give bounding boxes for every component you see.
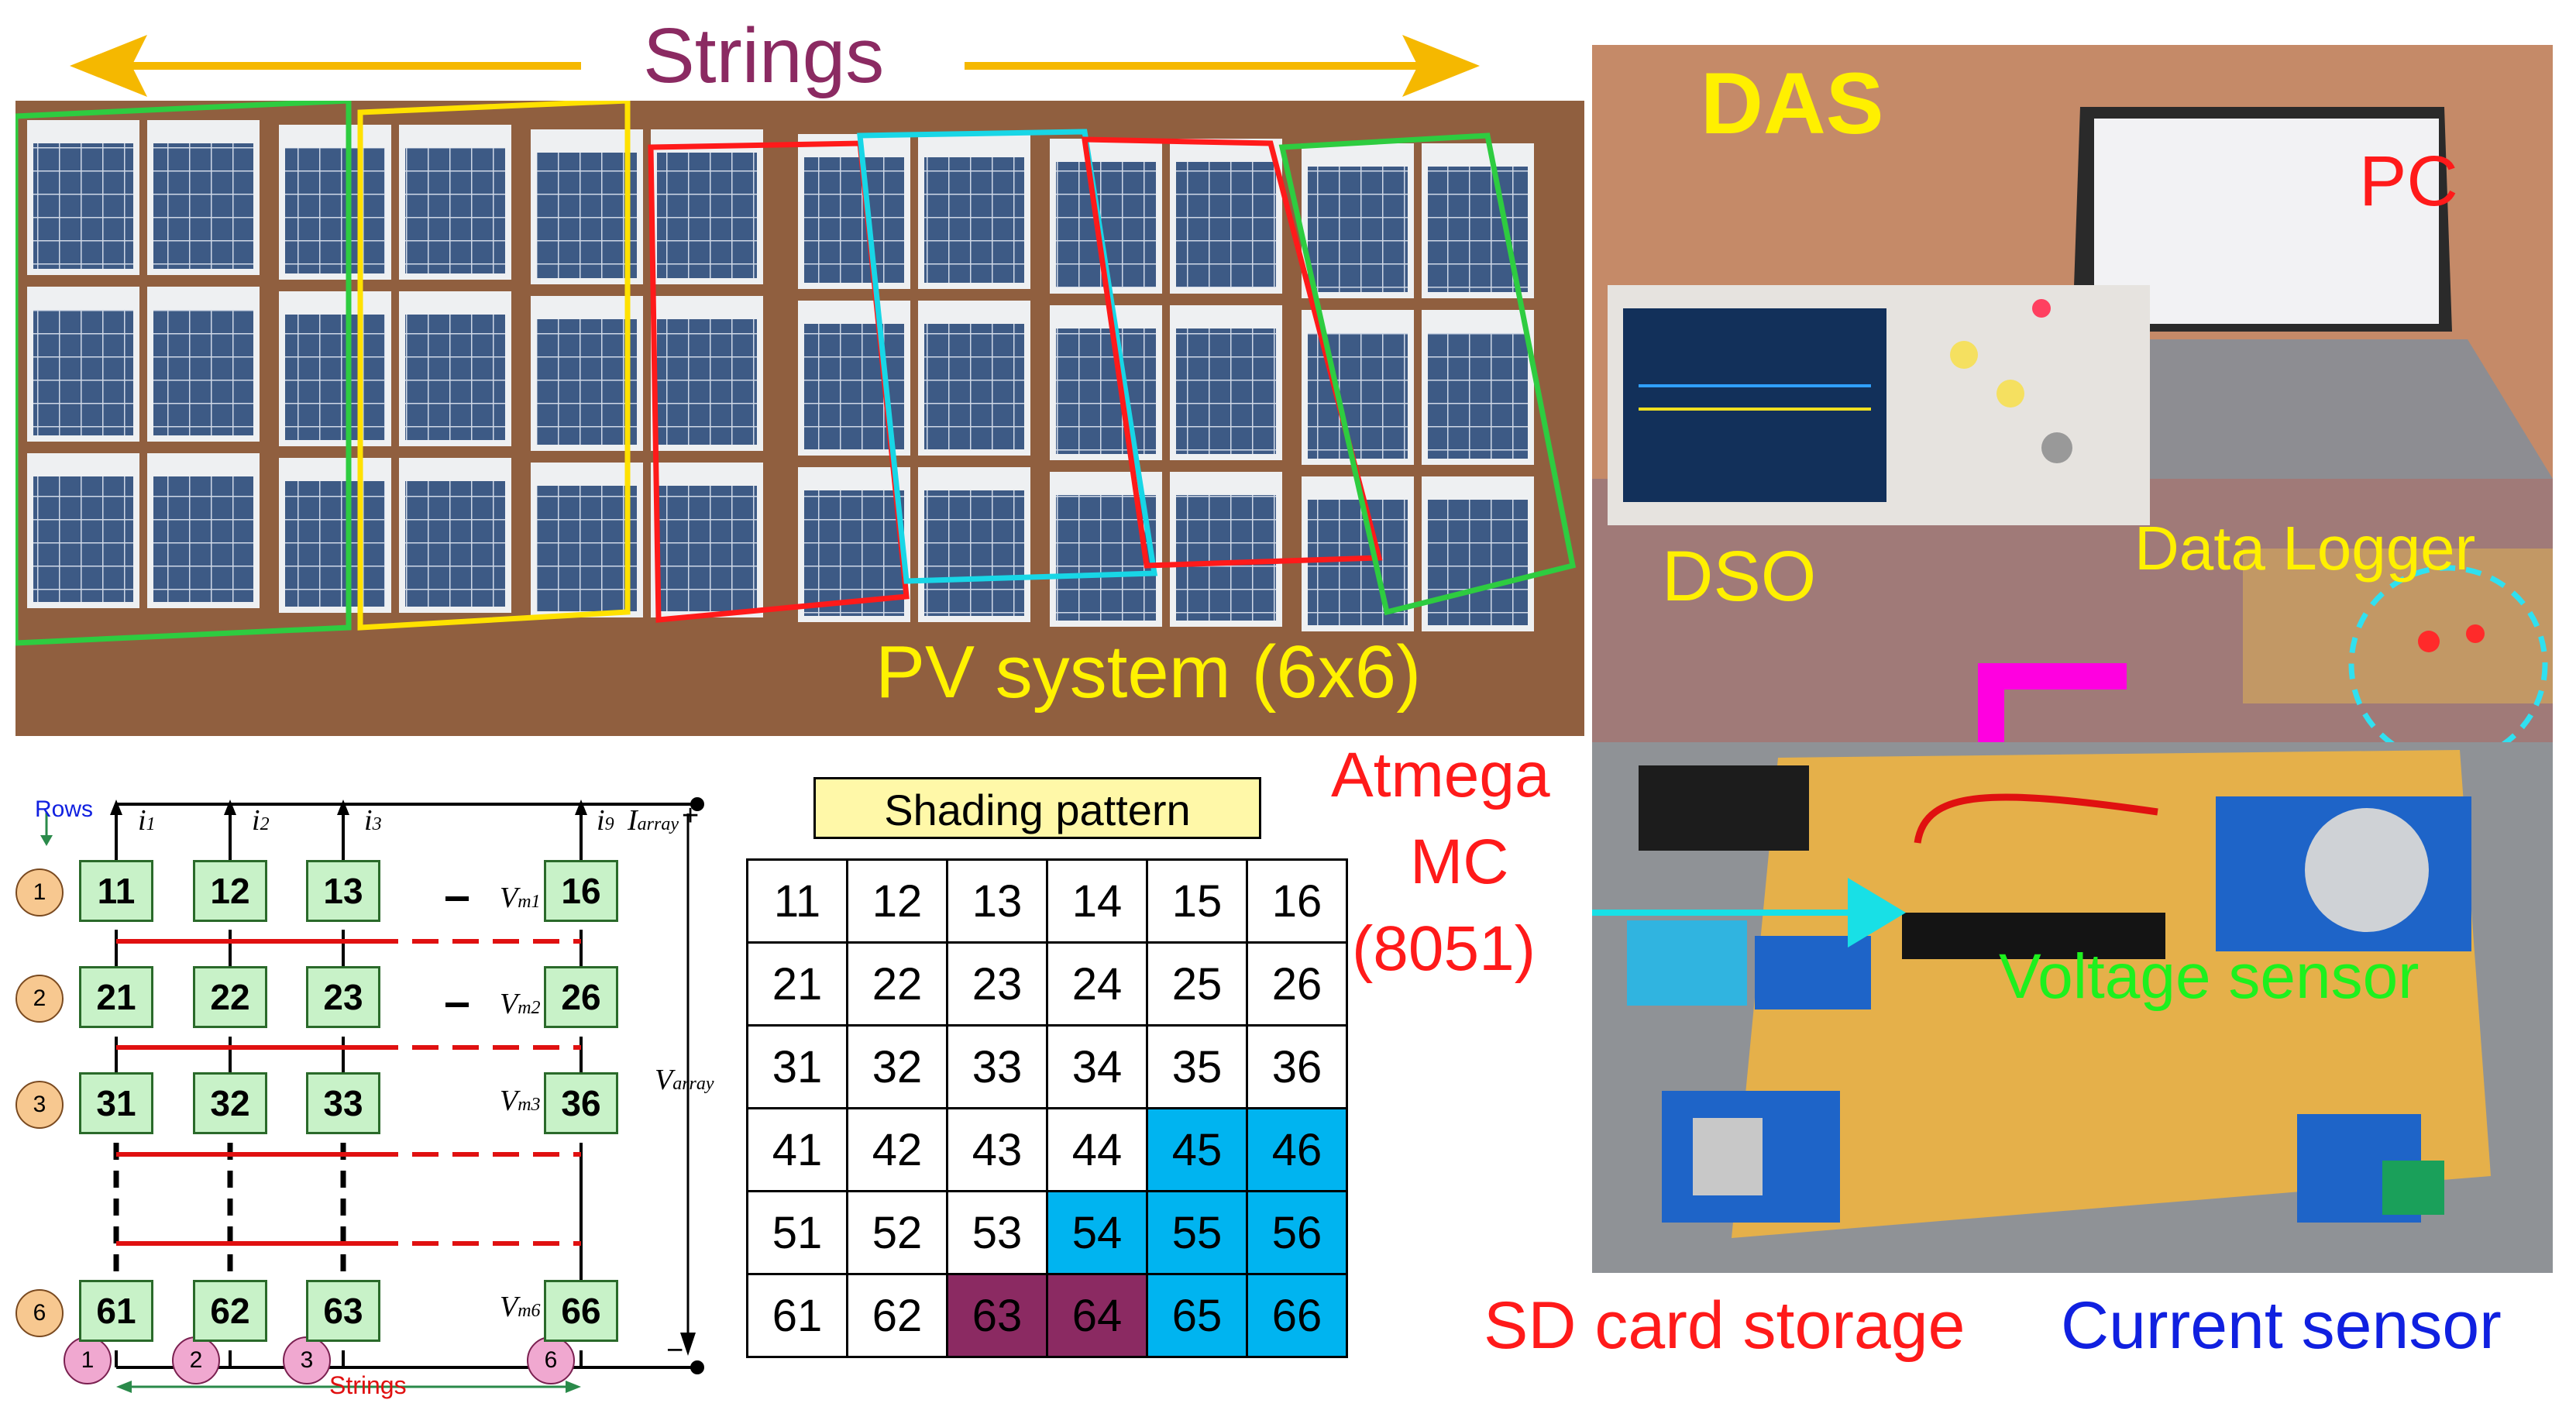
- das-setup-photo: DAS PC DSO Data Logger: [1592, 45, 2553, 742]
- string-marker: 1: [64, 1336, 112, 1384]
- current-label-9: i9: [597, 804, 614, 837]
- shading-pattern-title: Shading pattern: [813, 777, 1261, 839]
- pv-module: 32: [193, 1072, 267, 1134]
- shading-cell: 33: [946, 1024, 1048, 1109]
- shading-cell: 24: [1046, 941, 1148, 1027]
- shading-cell: 66: [1246, 1273, 1348, 1358]
- pv-array-photo: PV system (6x6): [15, 101, 1584, 736]
- pv-module: 62: [193, 1280, 267, 1342]
- shading-cell: 31: [746, 1024, 848, 1109]
- row-marker: 6: [15, 1289, 64, 1337]
- shading-cell: 16: [1246, 858, 1348, 944]
- sd-card-label: SD card storage: [1484, 1288, 1966, 1363]
- shading-cell: 34: [1046, 1024, 1148, 1109]
- string-marker: 2: [172, 1336, 220, 1384]
- shading-cell: 53: [946, 1190, 1048, 1275]
- string-marker: 3: [283, 1336, 331, 1384]
- i-array-label: Iarray: [628, 804, 679, 837]
- shading-cell: 46: [1246, 1107, 1348, 1192]
- vm-label-6: Vm6: [500, 1291, 541, 1323]
- shading-cell: 54: [1046, 1190, 1148, 1275]
- strings-title: Strings: [643, 12, 885, 99]
- pv-module: 21: [79, 966, 153, 1028]
- shading-cell: 23: [946, 941, 1048, 1027]
- vm-label-3: Vm3: [500, 1085, 541, 1117]
- svg-text:−: −: [666, 1334, 683, 1367]
- shading-cell: 44: [1046, 1107, 1148, 1192]
- pv-module: 63: [306, 1280, 380, 1342]
- shading-cell: 21: [746, 941, 848, 1027]
- shading-cell: 25: [1146, 941, 1248, 1027]
- pc-label: PC: [2359, 142, 2458, 221]
- pv-module: 12: [193, 860, 267, 922]
- shading-cell: 35: [1146, 1024, 1248, 1109]
- shading-cell: 26: [1246, 941, 1348, 1027]
- shading-cell: 51: [746, 1190, 848, 1275]
- shading-cell: 55: [1146, 1190, 1248, 1275]
- shading-cell: 63: [946, 1273, 1048, 1358]
- current-label-3: i3: [364, 804, 382, 837]
- shading-cell: 45: [1146, 1107, 1248, 1192]
- shading-cell: 64: [1046, 1273, 1148, 1358]
- data-logger-label: Data Logger: [2134, 514, 2476, 583]
- shading-cell: 22: [846, 941, 948, 1027]
- shading-cell: 32: [846, 1024, 948, 1109]
- pv-module: 61: [79, 1280, 153, 1342]
- vm-label-1: Vm1: [500, 882, 541, 914]
- pv-module: 26: [544, 966, 618, 1028]
- pv-module: 33: [306, 1072, 380, 1134]
- das-label: DAS: [1701, 55, 1884, 152]
- dso-label: DSO: [1662, 537, 1817, 616]
- strings-arrow: [70, 35, 1480, 97]
- shading-cell: 36: [1246, 1024, 1348, 1109]
- pv-module: 31: [79, 1072, 153, 1134]
- pv-module: 23: [306, 966, 380, 1028]
- shading-cell: 14: [1046, 858, 1148, 944]
- pv-panels-illustration: [15, 101, 1584, 736]
- vm-label-2: Vm2: [500, 988, 541, 1020]
- pv-module: 11: [79, 860, 153, 922]
- voltage-sensor-label: Voltage sensor: [1999, 941, 2420, 1012]
- row-marker: 2: [15, 975, 64, 1023]
- shading-cell: 62: [846, 1273, 948, 1358]
- shading-cell: 41: [746, 1107, 848, 1192]
- pv-module: 36: [544, 1072, 618, 1134]
- v-array-label: Varray: [655, 1064, 714, 1096]
- shading-cell: 43: [946, 1107, 1048, 1192]
- shading-cell: 12: [846, 858, 948, 944]
- mc-label-line1: Atmega: [1331, 740, 1550, 810]
- shading-cell: 56: [1246, 1190, 1348, 1275]
- board-illustration: [1592, 742, 2553, 1273]
- row-marker: 1: [15, 868, 64, 917]
- row-marker: 3: [15, 1081, 64, 1129]
- current-label-2: i2: [252, 804, 270, 837]
- current-label-1: i1: [138, 804, 156, 837]
- shading-cell: 11: [746, 858, 848, 944]
- shading-cell: 65: [1146, 1273, 1248, 1358]
- shading-cell: 42: [846, 1107, 948, 1192]
- pv-module: 13: [306, 860, 380, 922]
- shading-cell: 15: [1146, 858, 1248, 944]
- pv-module: 66: [544, 1280, 618, 1342]
- svg-text:+: +: [682, 800, 699, 832]
- string-marker: 6: [527, 1336, 575, 1384]
- mc-label-line3: (8051): [1352, 913, 1536, 984]
- shading-cell: 13: [946, 858, 1048, 944]
- strings-bottom-label: Strings: [329, 1371, 407, 1399]
- pv-module: 16: [544, 860, 618, 922]
- pv-module: 22: [193, 966, 267, 1028]
- das-illustration: [1592, 45, 2553, 742]
- pv-system-caption: PV system (6x6): [875, 631, 1422, 714]
- shading-cell: 61: [746, 1273, 848, 1358]
- data-logger-board-photo: Voltage sensor: [1592, 742, 2553, 1273]
- rows-label: Rows: [35, 796, 94, 822]
- current-sensor-label: Current sensor: [2061, 1288, 2502, 1363]
- mc-label-line2: MC: [1410, 827, 1509, 897]
- shading-cell: 52: [846, 1190, 948, 1275]
